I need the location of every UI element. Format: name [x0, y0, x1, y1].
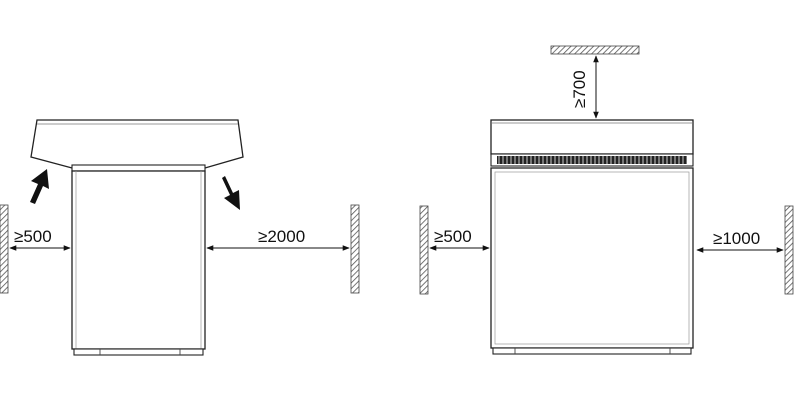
ceiling [550, 45, 640, 55]
side-hood-base [71, 164, 206, 172]
front-left-clearance-label: ≥500 [434, 227, 472, 246]
front-top-clearance-label: ≥700 [570, 70, 589, 108]
front-right-clearance-label: ≥1000 [713, 229, 760, 248]
front-hood [490, 119, 694, 155]
front-cabinet-base [492, 347, 692, 355]
front-left-wall [419, 205, 429, 295]
right-wall [350, 204, 360, 294]
front-view: ≥700 ≥500 ≥1000 [419, 45, 794, 355]
front-cabinet [490, 167, 694, 349]
side-view: ≥500 ≥2000 [0, 119, 360, 356]
air-exhaust-arrow [222, 176, 240, 210]
front-right-wall [784, 205, 794, 295]
side-cabinet-foot [73, 348, 204, 356]
side-left-clearance-label: ≥500 [14, 227, 52, 246]
air-intake-arrow [30, 169, 49, 204]
front-grille-vents [497, 156, 687, 164]
left-wall [0, 204, 9, 294]
side-right-clearance-label: ≥2000 [258, 227, 305, 246]
side-cabinet [71, 170, 206, 350]
side-hood [30, 119, 244, 169]
